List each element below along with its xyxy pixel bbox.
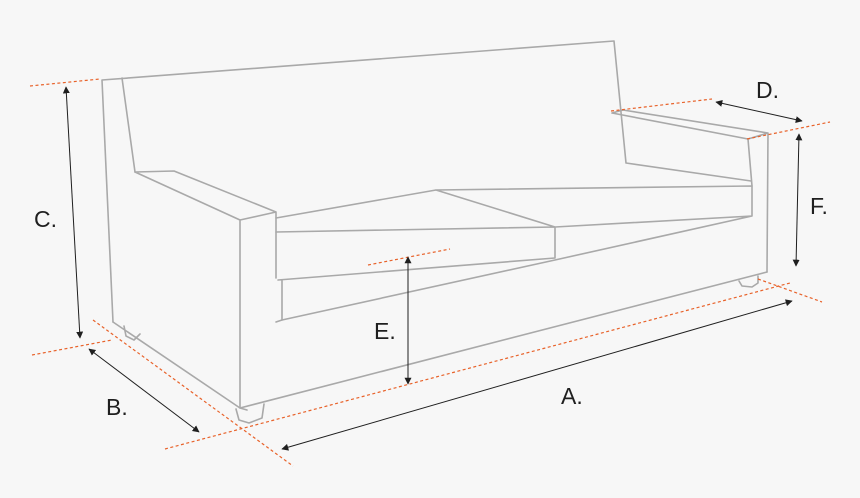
backrest [101, 40, 752, 323]
right-arm [611, 109, 769, 273]
dimension-arrow-d [715, 99, 803, 124]
sofa-feet [123, 275, 759, 424]
dimension-arrow-f [792, 133, 803, 267]
sofa-base [112, 271, 768, 411]
dimension-arrow-b [88, 348, 200, 433]
label-f: F. [810, 193, 828, 219]
label-c: C. [34, 206, 57, 232]
label-b: B. [106, 394, 128, 420]
reference-guides [29, 78, 831, 467]
label-e: E. [374, 318, 396, 344]
label-d: D. [756, 77, 779, 103]
seat-cushions [275, 185, 753, 321]
sofa-outline [101, 40, 769, 424]
dimension-arrow-a [281, 299, 793, 451]
left-arm [134, 170, 277, 409]
dimension-arrows [62, 86, 803, 451]
label-a: A. [561, 383, 583, 409]
dimension-arrow-c [62, 86, 84, 339]
